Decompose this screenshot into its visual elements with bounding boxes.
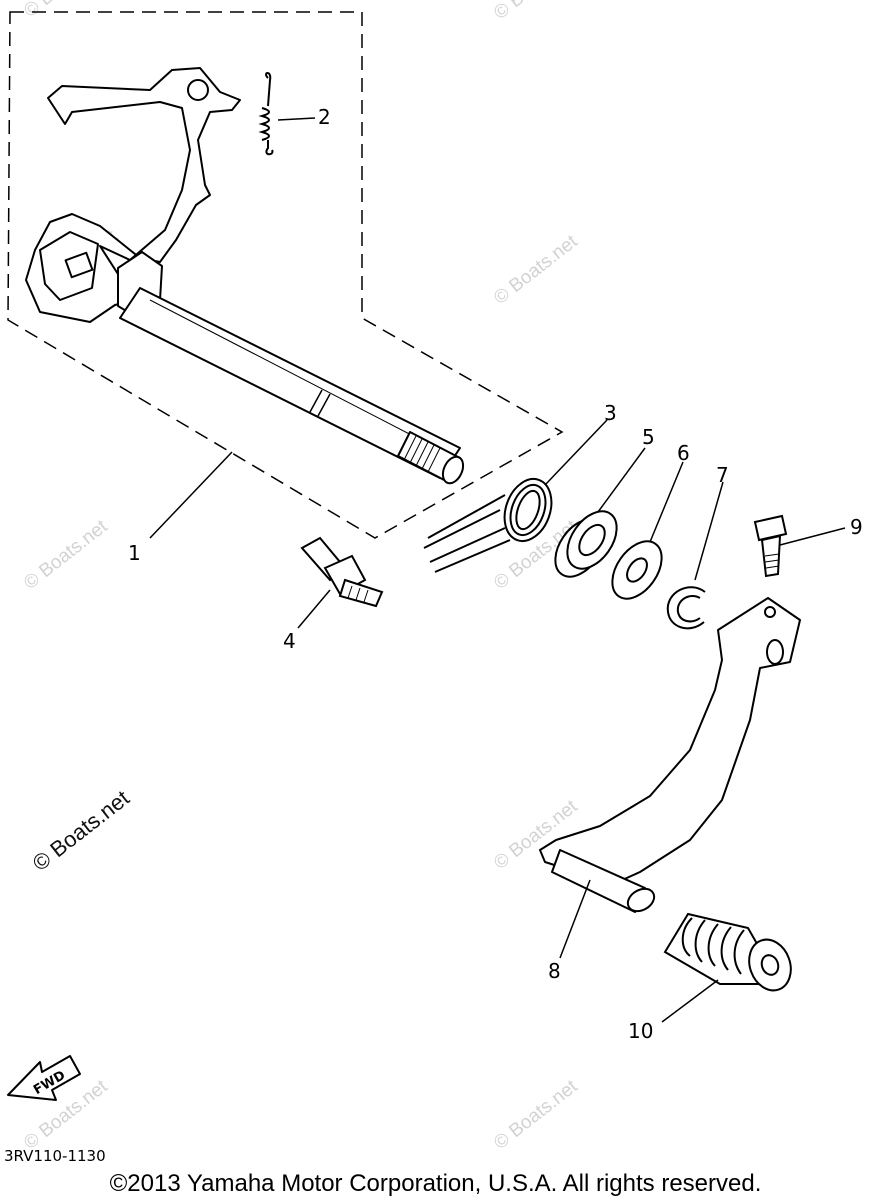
shift-shaft (25, 67, 465, 485)
callout-10: 10 (628, 1019, 653, 1043)
bolt (753, 514, 788, 578)
callout-1: 1 (128, 541, 141, 565)
callout-labels: 1 2 3 4 5 6 7 9 8 10 (128, 105, 863, 1043)
callout-7: 7 (716, 463, 729, 487)
assembly-boundary (7, 11, 564, 539)
washer (611, 540, 663, 600)
callout-9: 9 (850, 515, 863, 539)
shift-pedal (539, 597, 801, 913)
callout-2: 2 (318, 105, 331, 129)
callout-6: 6 (677, 441, 690, 465)
spring-small (258, 72, 274, 156)
watermark: © Boats.net (20, 0, 112, 22)
callout-5: 5 (642, 425, 655, 449)
fwd-arrow-icon: FWD (7, 1055, 81, 1101)
pedal-rubber (663, 912, 792, 992)
watermark-layer: © Boats.net © Boats.net © Boats.net © Bo… (20, 0, 582, 1154)
bushing (554, 510, 618, 578)
torsion-spring (423, 478, 553, 573)
watermark: © Boats.net (20, 516, 112, 594)
diagram-code: 3RV110-1130 (4, 1147, 106, 1165)
circlip (666, 586, 706, 630)
watermark: © Boats.net (490, 1076, 582, 1154)
stud-bolt (300, 536, 384, 608)
watermark: © Boats.net (490, 231, 582, 309)
watermark: © Boats.net (28, 785, 134, 876)
copyright-notice: ©2013 Yamaha Motor Corporation, U.S.A. A… (109, 1170, 762, 1197)
callout-4: 4 (283, 629, 296, 653)
watermark: © Boats.net (490, 0, 582, 24)
callout-3: 3 (604, 401, 617, 425)
callout-8: 8 (548, 959, 561, 983)
leader-lines (149, 117, 846, 1023)
